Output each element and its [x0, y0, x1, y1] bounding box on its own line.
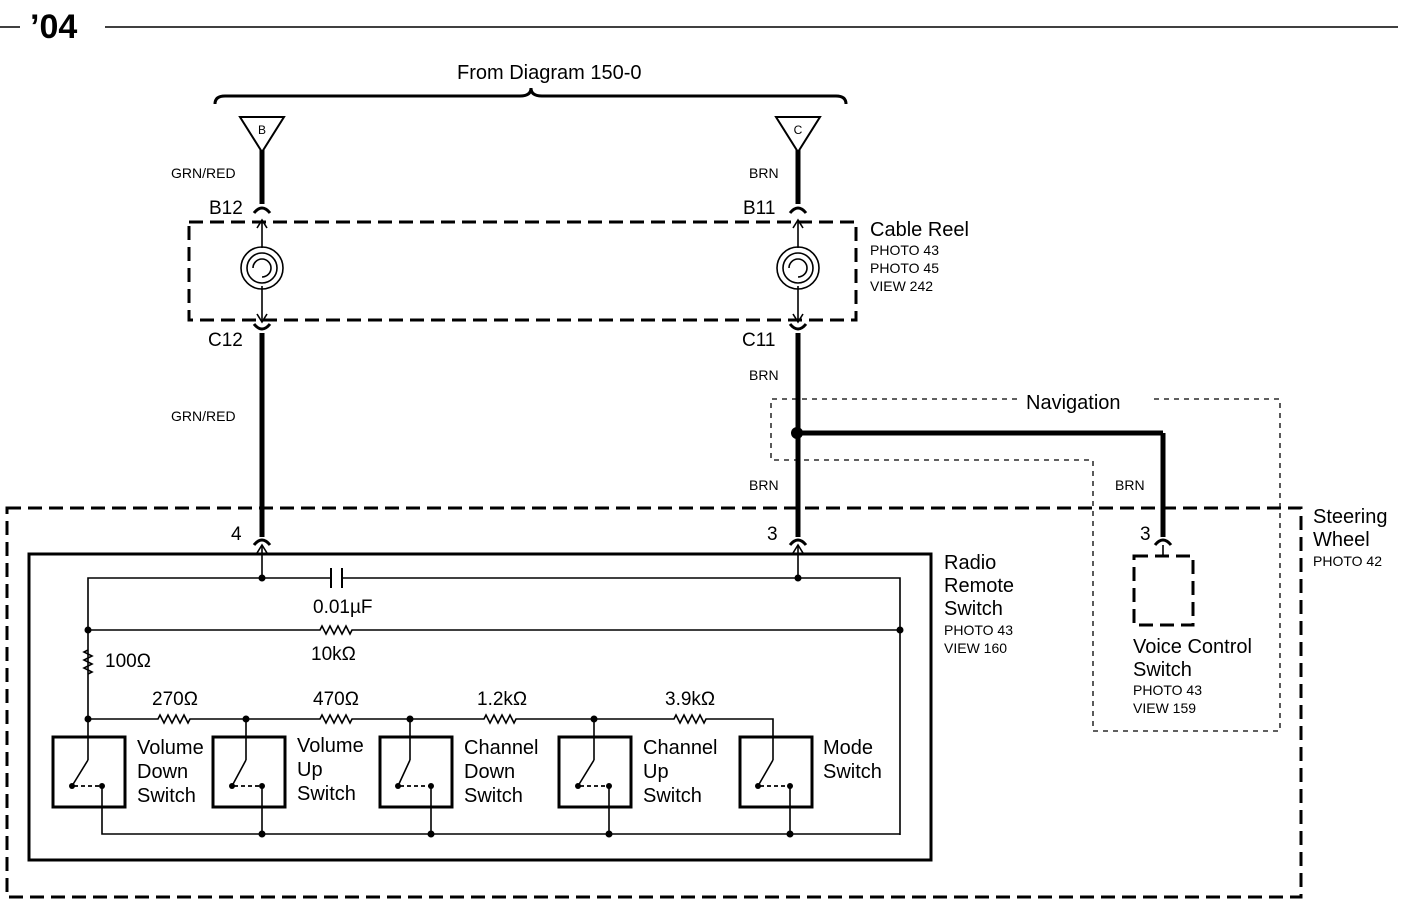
switch-label-line: Channel [643, 737, 718, 759]
capacitor-icon [330, 568, 343, 588]
connector-b12: B12 [209, 198, 243, 219]
radio-remote-switch-box [27, 552, 933, 862]
cable-reel-coil-right-icon [776, 246, 820, 290]
steering-wheel-title-1: Steering [1313, 506, 1388, 528]
cable-reel-ref-1: PHOTO 43 [870, 242, 939, 258]
voice-control-ref-2: VIEW 159 [1133, 700, 1196, 716]
wire-color-right-low: BRN [749, 477, 779, 493]
switch-volume-down: Volume Down Switch [51, 735, 204, 809]
terminal-b-icon [238, 116, 286, 154]
resistor-100-icon [82, 649, 94, 675]
terminal-b-label: B [258, 123, 266, 137]
radio-remote-switch: Radio Remote Switch PHOTO 43 VIEW 160 0.… [27, 543, 1014, 862]
terminal-c-label: C [794, 123, 803, 137]
switch-channel-up: Channel Up Switch [557, 735, 718, 809]
wire-color-right-top: BRN [749, 165, 779, 181]
steering-wheel: Steering Wheel PHOTO 42 [5, 506, 1388, 899]
switch-label-line: Down [137, 761, 188, 783]
year-label: ’04 [30, 8, 77, 46]
switch-label-line: Down [464, 761, 515, 783]
resistor-10k-value: 10kΩ [311, 644, 356, 665]
switch-label-line: Up [643, 761, 669, 783]
wire-color-left-mid: GRN/RED [171, 408, 236, 424]
terminal-c-icon [774, 116, 822, 154]
connector-c12: C12 [208, 330, 243, 351]
cable-reel-boundary [187, 220, 858, 322]
switch-channel-down: Channel Down Switch [378, 735, 539, 809]
cable-reel-ref-2: PHOTO 45 [870, 260, 939, 276]
main-wires [259, 150, 1166, 537]
resistor-270-icon [88, 713, 246, 725]
switch-label-line: Up [297, 759, 323, 781]
switch-volume-up: Volume Up Switch [211, 735, 364, 809]
source-bracket: From Diagram 150-0 B C [213, 62, 848, 154]
cable-reel-coil-left-icon [240, 246, 284, 290]
radio-remote-ref-2: VIEW 160 [944, 640, 1007, 656]
resistor-100-value: 100Ω [105, 651, 151, 672]
radio-remote-title-3: Switch [944, 598, 1003, 620]
resistor-3-9k-value: 3.9kΩ [665, 689, 715, 710]
connector-caps [252, 206, 1173, 546]
switch-mode: Mode Switch [738, 735, 882, 809]
resistor-470-value: 470Ω [313, 689, 359, 710]
switch-label-line: Switch [643, 785, 702, 807]
cable-reel: Cable Reel PHOTO 43 PHOTO 45 VIEW 242 [187, 218, 969, 324]
connector-b11: B11 [743, 198, 775, 219]
wire-color-right-mid: BRN [749, 367, 779, 383]
voice-control-title-2: Switch [1133, 659, 1192, 681]
switch-contact-icon [69, 737, 105, 807]
connector-c11: C11 [742, 330, 775, 351]
switch-label-line: Switch [823, 761, 882, 783]
voice-control-title-1: Voice Control [1133, 636, 1252, 658]
pin-4-label: 4 [231, 524, 242, 545]
wire-color-left-top: GRN/RED [171, 165, 236, 181]
voice-control-ref-1: PHOTO 43 [1133, 682, 1202, 698]
switch-label-line: Volume [137, 737, 204, 759]
resistor-470-icon [246, 713, 410, 725]
cable-reel-ref-3: VIEW 242 [870, 278, 933, 294]
wire-color-nav-branch: BRN [1115, 477, 1145, 493]
capacitor-value: 0.01µF [313, 597, 373, 618]
radio-remote-title-2: Remote [944, 575, 1014, 597]
resistor-1-2k-value: 1.2kΩ [477, 689, 527, 710]
switch-contact-icon [229, 737, 265, 807]
cable-reel-title: Cable Reel [870, 219, 969, 241]
voice-control-switch: Voice Control Switch PHOTO 43 VIEW 159 [1132, 545, 1252, 716]
switch-label-line: Switch [137, 785, 196, 807]
radio-remote-ref-1: PHOTO 43 [944, 622, 1013, 638]
voice-control-pin-3-label: 3 [1140, 524, 1151, 545]
pin-3-label: 3 [767, 524, 778, 545]
steering-wheel-ref: PHOTO 42 [1313, 553, 1382, 569]
resistor-3-9k-icon [594, 713, 774, 737]
splice-point [791, 427, 803, 439]
navigation-boundary: Navigation [770, 392, 1281, 732]
switch-label-line: Switch [297, 783, 356, 805]
resistor-1-2k-icon [410, 713, 594, 725]
switch-label-line: Channel [464, 737, 539, 759]
steering-wheel-title-2: Wheel [1313, 529, 1370, 551]
switch-label-line: Switch [464, 785, 523, 807]
switch-contact-icon [755, 737, 793, 807]
from-diagram-label: From Diagram 150-0 [457, 62, 642, 84]
radio-remote-title-1: Radio [944, 552, 996, 574]
switch-label-line: Volume [297, 735, 364, 757]
navigation-label: Navigation [1026, 392, 1121, 414]
voice-control-switch-box [1132, 554, 1195, 627]
switch-contact-icon [395, 737, 434, 807]
switch-label-line: Mode [823, 737, 873, 759]
steering-wheel-boundary [5, 506, 1303, 899]
header: ’04 [0, 8, 1398, 46]
switch-contact-icon [575, 737, 612, 807]
resistor-10k-icon [88, 624, 900, 636]
resistor-270-value: 270Ω [152, 689, 198, 710]
